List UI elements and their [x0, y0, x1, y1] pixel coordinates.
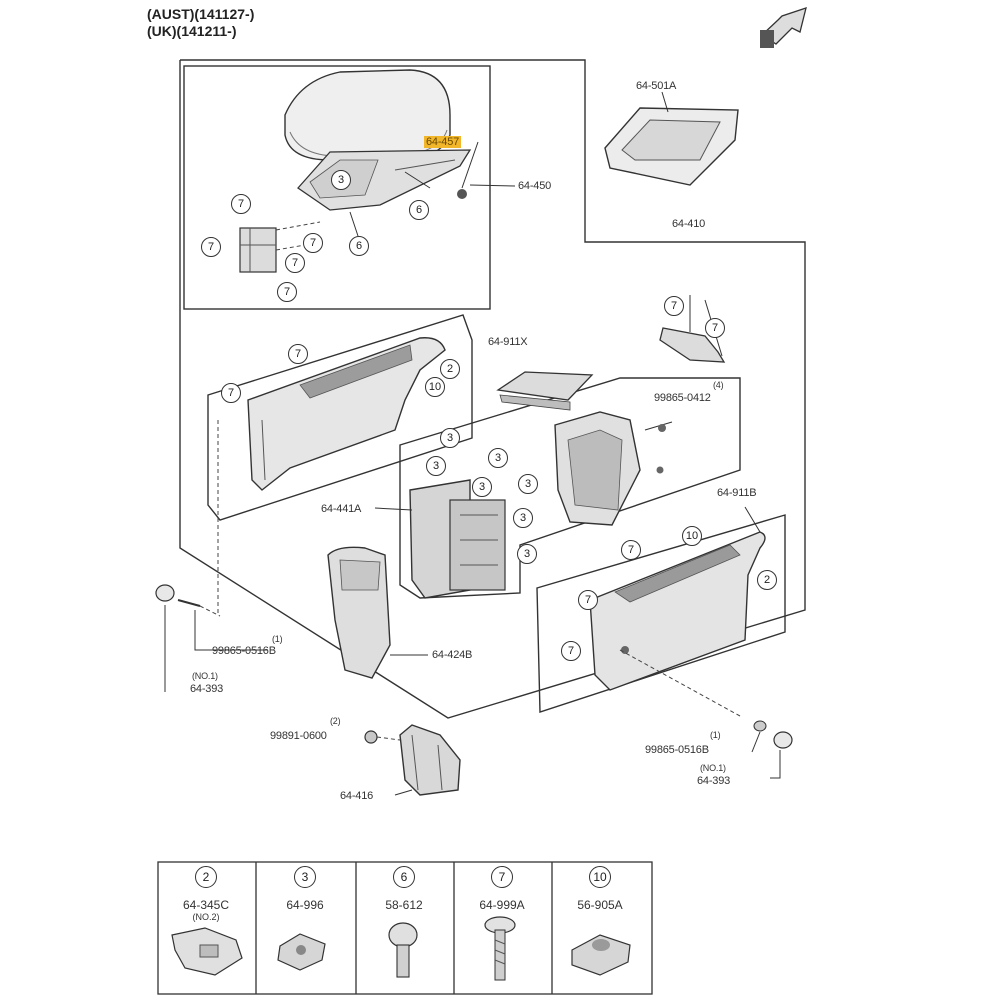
- assembly-outline: [179, 59, 806, 719]
- callout-7[interactable]: 7: [221, 383, 241, 403]
- callout-7[interactable]: 7: [277, 282, 297, 302]
- console-lid-icon: [496, 371, 594, 411]
- armrest-subassembly-box: [183, 65, 491, 310]
- nut-3-icon: [277, 933, 326, 971]
- callout-7[interactable]: 7: [705, 318, 725, 338]
- screw-7-icon: [484, 916, 516, 981]
- legend-code-58-612[interactable]: 58-612: [385, 898, 423, 912]
- callout-3[interactable]: 3: [472, 477, 492, 497]
- callout-6[interactable]: 6: [349, 236, 369, 256]
- callout-2[interactable]: 2: [757, 570, 777, 590]
- callout-7[interactable]: 7: [201, 237, 221, 257]
- applicability-line-1: (AUST)(141127-): [147, 6, 255, 22]
- part-label-64-911B[interactable]: 64-911B: [717, 487, 757, 499]
- callout-10[interactable]: 10: [425, 377, 445, 397]
- pin-6-icon: [388, 922, 418, 978]
- part-label-64-424B[interactable]: 64-424B: [432, 649, 473, 661]
- callout-3[interactable]: 3: [331, 170, 351, 190]
- console-front-body-icon: [374, 479, 506, 599]
- callout-3[interactable]: 3: [513, 508, 533, 528]
- part-label-64-911X[interactable]: 64-911X: [488, 336, 528, 348]
- fastener-legend-table: [157, 861, 653, 995]
- applicability-line-2: (UK)(141211-): [147, 23, 237, 39]
- part-label-99865-0412[interactable]: 99865-0412: [654, 392, 711, 404]
- legend-code-56-905A[interactable]: 56-905A: [577, 898, 623, 912]
- lower-bracket-icon: [394, 724, 461, 796]
- clip-2-icon: [171, 927, 243, 976]
- note-no1-left: (NO.1): [192, 671, 218, 681]
- note-no1-right: (NO.1): [700, 763, 726, 773]
- callout-7[interactable]: 7: [664, 296, 684, 316]
- callout-7[interactable]: 7: [561, 641, 581, 661]
- legend-code-64-996[interactable]: 64-996: [286, 898, 324, 912]
- legend-num-10: 10: [589, 866, 611, 888]
- qty-label-1-right: (1): [710, 730, 721, 740]
- part-label-64-450[interactable]: 64-450: [518, 180, 552, 192]
- part-label-64-416[interactable]: 64-416: [340, 790, 374, 802]
- callout-7[interactable]: 7: [285, 253, 305, 273]
- callout-3[interactable]: 3: [488, 448, 508, 468]
- callout-7[interactable]: 7: [621, 540, 641, 560]
- part-label-99865-0516B-left[interactable]: 99865-0516B: [212, 645, 276, 657]
- right-clip-icon: [619, 649, 793, 779]
- part-label-64-457[interactable]: 64-457: [424, 136, 462, 148]
- part-label-64-393-right[interactable]: 64-393: [697, 775, 731, 787]
- callout-7[interactable]: 7: [578, 590, 598, 610]
- front-direction-arrow-icon: [760, 7, 807, 48]
- callout-3[interactable]: 3: [440, 428, 460, 448]
- armrest-base-icon: [297, 141, 479, 211]
- part-label-64-393-left[interactable]: 64-393: [190, 683, 224, 695]
- front-cover-panel-icon: [327, 546, 428, 679]
- nut-icon: [364, 730, 401, 744]
- part-label-99865-0516B-right[interactable]: 99865-0516B: [645, 744, 709, 756]
- part-label-64-441A[interactable]: 64-441A: [321, 503, 362, 515]
- qty-label-1-left: (1): [272, 634, 283, 644]
- callout-10[interactable]: 10: [682, 526, 702, 546]
- legend-num-3: 3: [294, 866, 316, 888]
- part-label-64-501A[interactable]: 64-501A: [636, 80, 677, 92]
- speed-nut-10-icon: [571, 934, 631, 976]
- callout-7[interactable]: 7: [288, 344, 308, 364]
- callout-7[interactable]: 7: [231, 194, 251, 214]
- part-label-99891-0600[interactable]: 99891-0600: [270, 730, 327, 742]
- hinge-bracket-icon: [239, 221, 321, 273]
- side-panel-b-box: [536, 514, 786, 713]
- legend-num-7: 7: [491, 866, 513, 888]
- callout-7[interactable]: 7: [303, 233, 323, 253]
- qty-label-4: (4): [713, 380, 724, 390]
- callout-3[interactable]: 3: [518, 474, 538, 494]
- callout-6[interactable]: 6: [409, 200, 429, 220]
- callout-3[interactable]: 3: [426, 456, 446, 476]
- legend-code-64-345C[interactable]: 64-345C: [182, 898, 230, 912]
- qty-label-2: (2): [330, 716, 341, 726]
- side-panel-b-icon: [589, 506, 766, 691]
- callout-3[interactable]: 3: [517, 544, 537, 564]
- legend-code-64-999A[interactable]: 64-999A: [479, 898, 525, 912]
- legend-num-2: 2: [195, 866, 217, 888]
- tray-icon: [604, 91, 739, 186]
- part-label-64-410[interactable]: 64-410: [672, 218, 706, 230]
- left-clip-icon: [155, 420, 268, 692]
- legend-num-6: 6: [393, 866, 415, 888]
- side-panel-x-icon: [247, 337, 446, 491]
- side-panel-x-box: [207, 314, 473, 521]
- callout-2[interactable]: 2: [440, 359, 460, 379]
- legend-note-no2: (NO.2): [192, 912, 220, 922]
- console-rear-frame-icon: [554, 411, 673, 526]
